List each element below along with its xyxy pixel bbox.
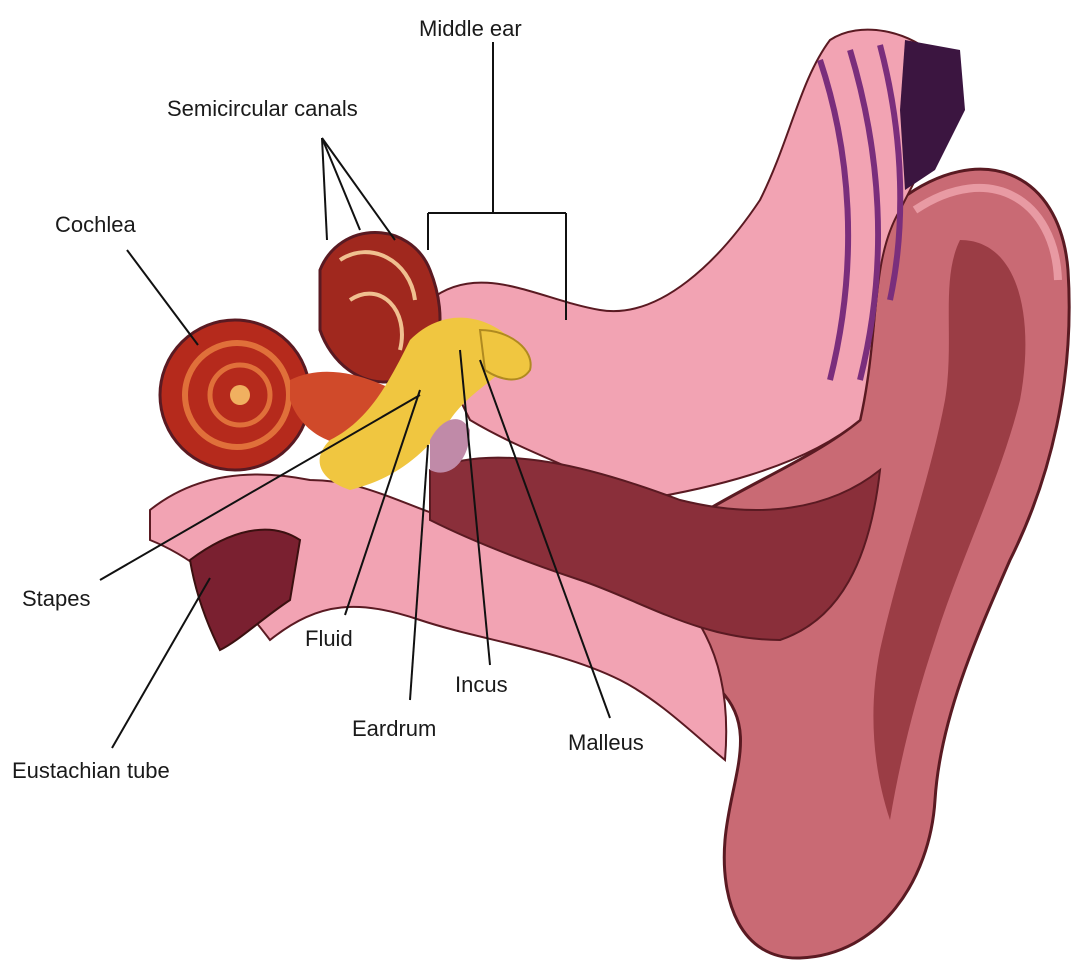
eustachian-tube-shape [190,530,300,650]
cochlea-line [127,250,198,345]
middle-ear-label: Middle ear [419,18,522,40]
eustachian-line [112,578,210,748]
dark-hair-tuft [900,40,965,190]
eardrum-label: Eardrum [352,718,436,740]
fluid-label: Fluid [305,628,353,650]
malleus-label: Malleus [568,732,644,754]
incus-label: Incus [455,674,508,696]
cochlea-label: Cochlea [55,214,136,236]
middle-ear-bracket [428,42,566,320]
stapes-label: Stapes [22,588,91,610]
eustachian-tube-label: Eustachian tube [12,760,170,782]
semicircular-canals-label: Semicircular canals [167,98,358,120]
semicircular-line-1 [322,138,327,240]
